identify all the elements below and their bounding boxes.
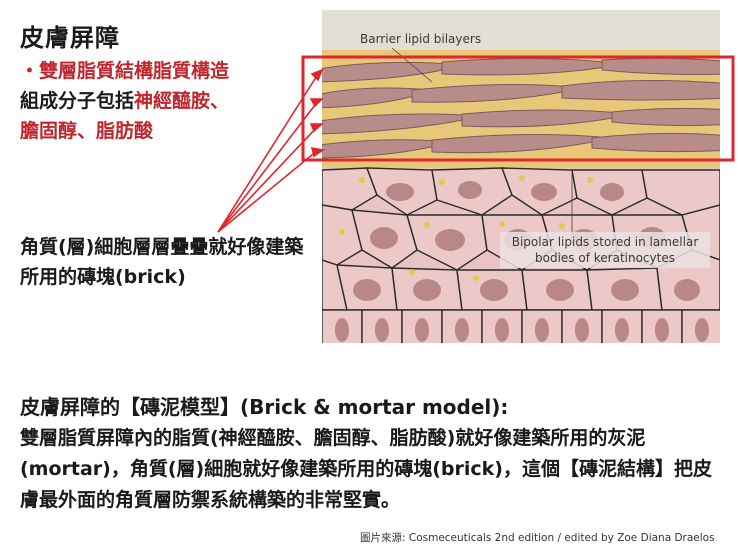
lamellar-bodies — [339, 175, 593, 281]
brick-mortar-explanation: 皮膚屏障的【磚泥模型】(Brick & mortar model): 雙層脂質屏… — [20, 392, 720, 516]
image-credit: 圖片來源: Cosmeceuticals 2nd edition / edite… — [360, 532, 715, 544]
brick-mortar-body: 雙層脂質屏障內的脂質(神經醯胺、膽固醇、脂肪酸)就好像建築所用的灰泥(morta… — [20, 427, 712, 511]
skin-barrier-illustration — [322, 10, 720, 343]
bullet-marker: ・ — [20, 60, 40, 82]
ceramide-text: 神經醯胺、 — [134, 90, 230, 112]
lipid-structure-text: 雙層脂質結構脂質構造 — [39, 60, 230, 82]
page-title: 皮膚屏障 — [20, 24, 120, 52]
corneocyte-description: 角質(層)細胞層層疊疊就好像建築所用的磚塊(brick) — [20, 236, 304, 288]
bipolar-lipid-label: Bipolar lipids stored in lamellar bodies… — [500, 232, 710, 268]
lipid-description: ・雙層脂質結構脂質構造 組成分子包括神經醯胺、 膽固醇、脂肪酸 — [20, 56, 310, 146]
bipolar-label-line2: bodies of keratinocytes — [535, 251, 675, 265]
barrier-lipid-label: Barrier lipid bilayers — [360, 32, 482, 46]
components-text: 組成分子包括 — [20, 90, 135, 112]
cholesterol-fatty-acid-text: 膽固醇、脂肪酸 — [20, 120, 154, 142]
brick-mortar-heading: 皮膚屏障的【磚泥模型】(Brick & mortar model): — [20, 395, 509, 419]
bipolar-label-line1: Bipolar lipids stored in lamellar — [511, 235, 699, 249]
skin-layers-svg — [322, 47, 720, 343]
